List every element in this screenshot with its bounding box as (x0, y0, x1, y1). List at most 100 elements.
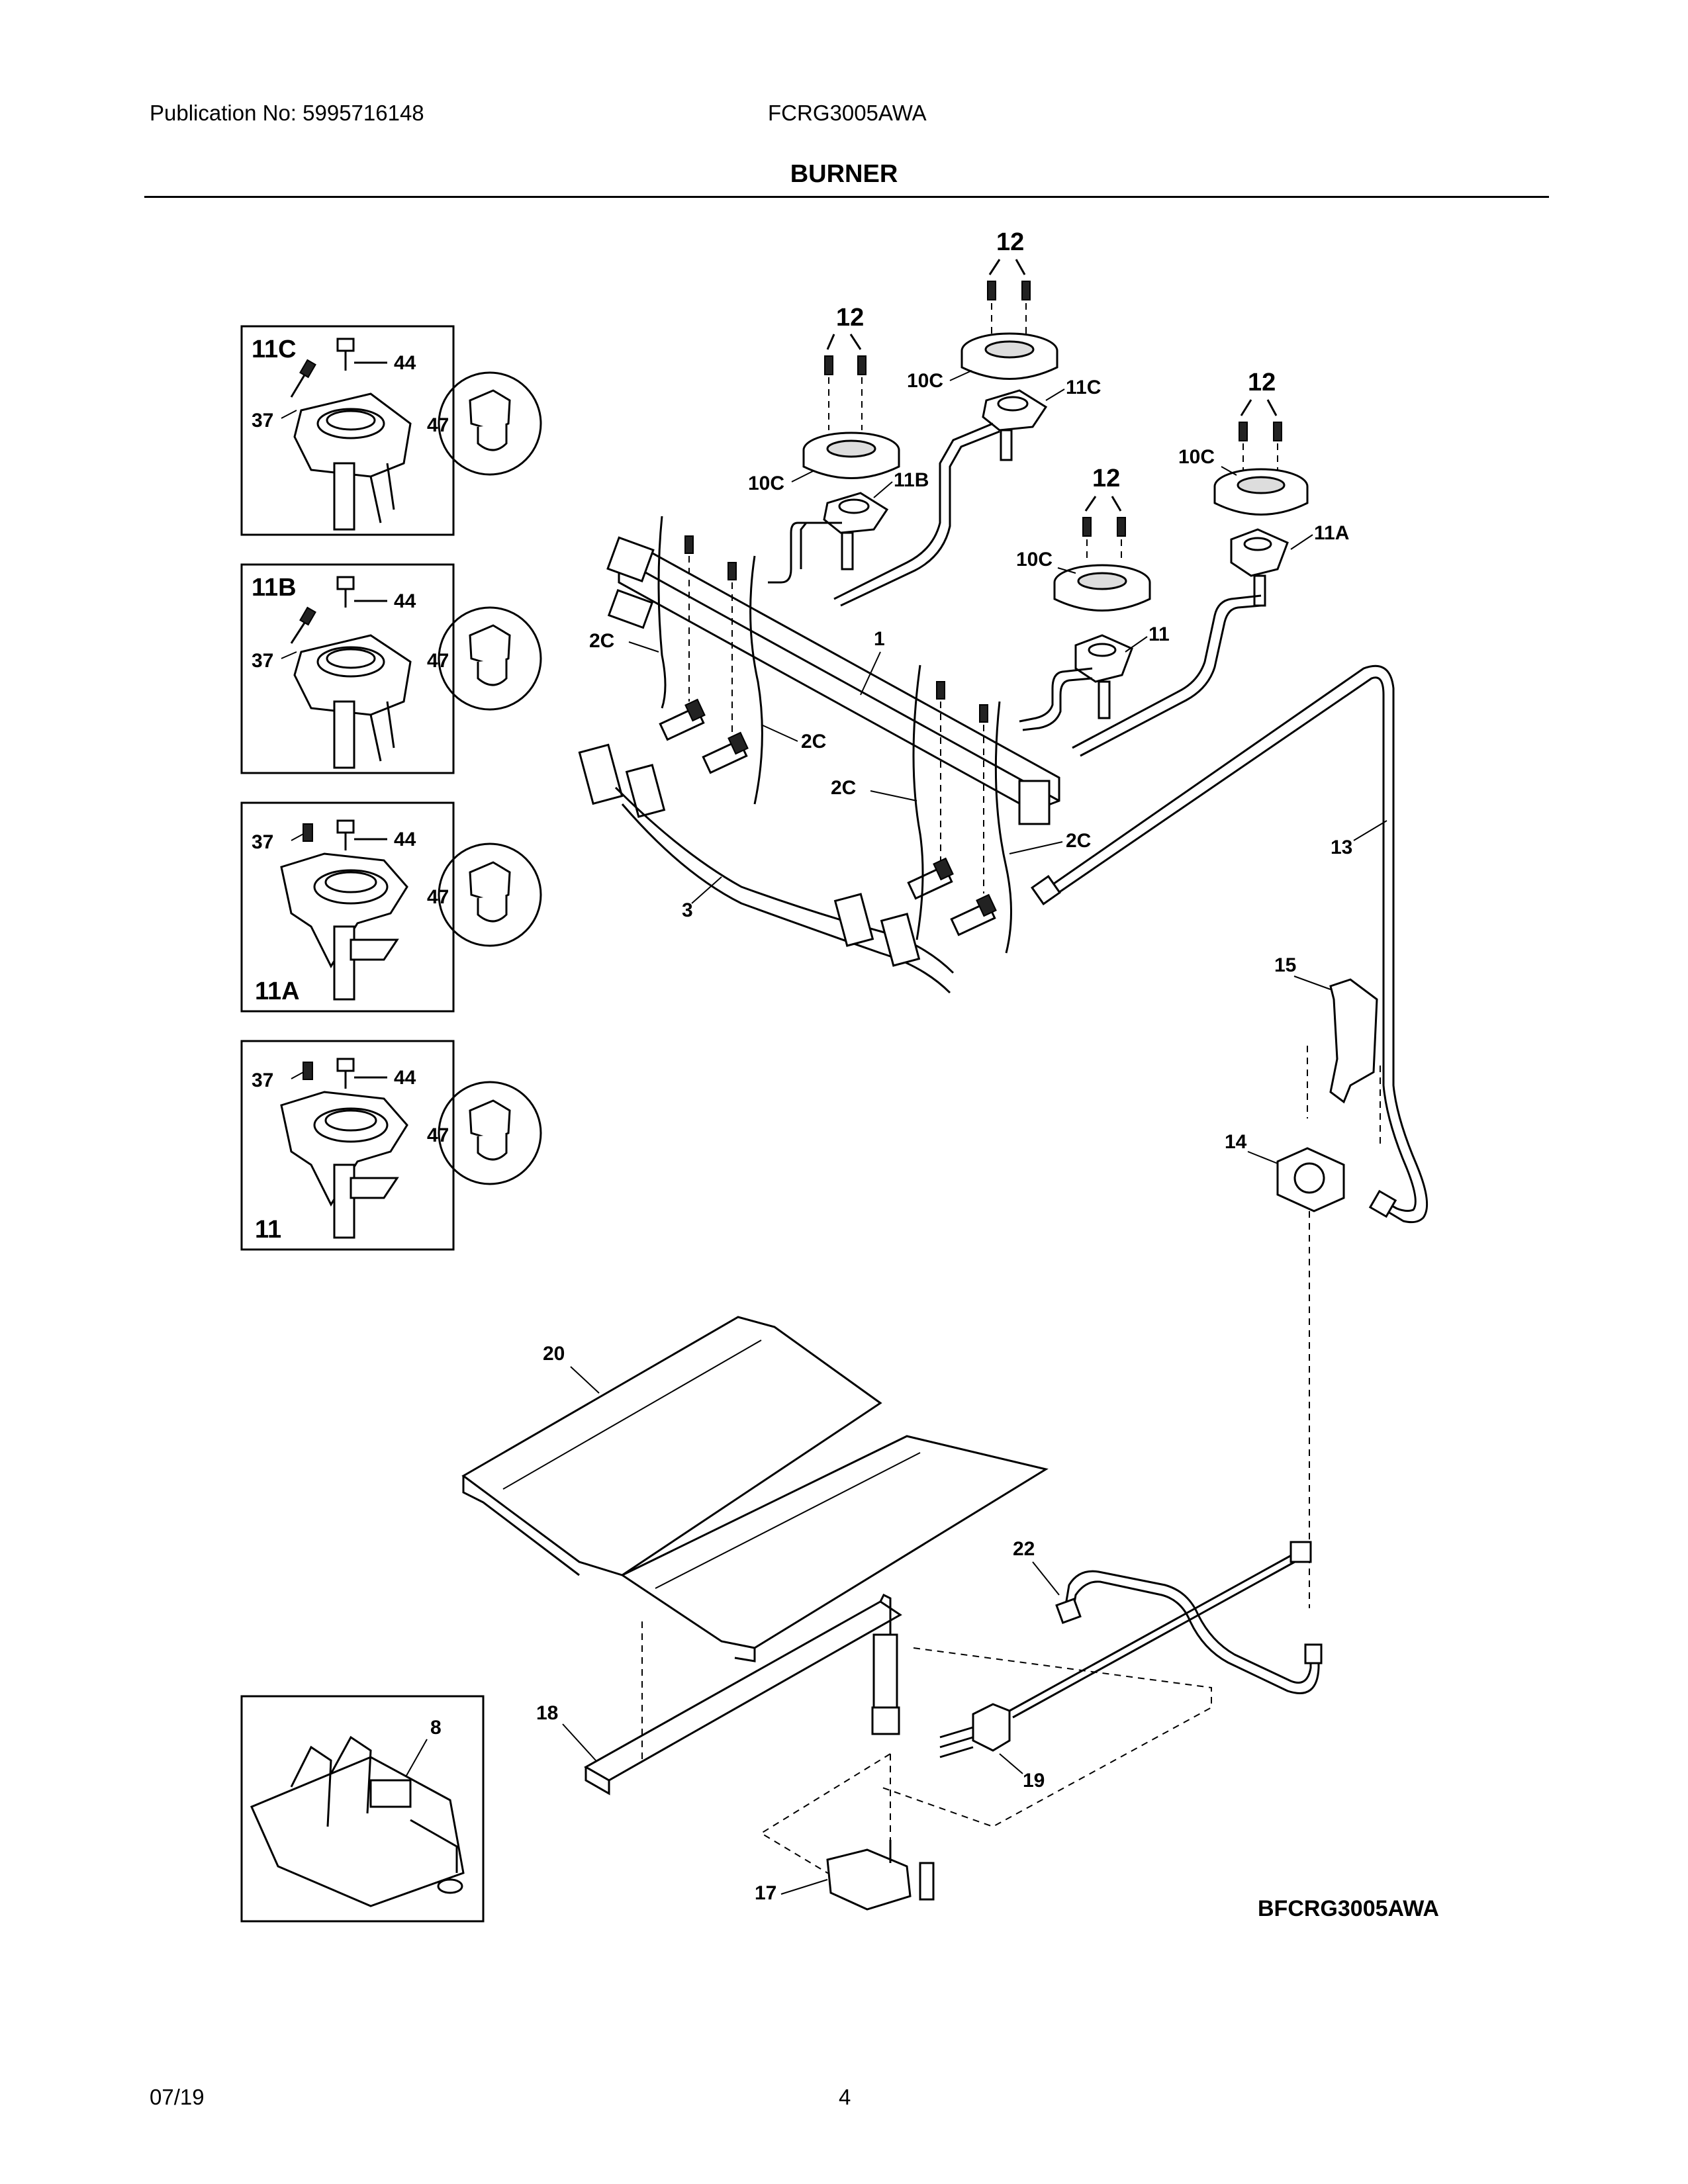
regulator-label: 14 (1225, 1131, 1247, 1153)
inset-11b-screw-label: 37 (252, 650, 273, 672)
screws-label: 12 (1092, 465, 1120, 492)
tube-label: 13 (1331, 837, 1352, 858)
publication-number: Publication No: 5995716148 (150, 101, 424, 125)
screws-label: 12 (836, 304, 864, 332)
inset-11: 11 37 44 47 (240, 1040, 542, 1251)
inset-11b: 11B 44 37 47 (240, 563, 542, 774)
inset-11-cap-label: 44 (394, 1067, 416, 1089)
wire-label: 2C (831, 777, 856, 799)
wire-label: 2C (589, 630, 614, 652)
screw-icon (303, 823, 313, 842)
screw-icon (299, 359, 316, 379)
screw-icon (936, 681, 945, 700)
inset-11c-label: 11C (252, 336, 297, 363)
screw-icon (1021, 281, 1031, 300)
gas-valve-icon (907, 857, 954, 900)
manifold-bracket-label: 1 (874, 628, 885, 650)
burner-cap-label: 10C (748, 473, 784, 494)
inset-11-screw-label: 37 (252, 1069, 273, 1091)
orifice-callout (438, 842, 542, 947)
oven-burner: 18 (536, 1593, 902, 1796)
cap-screw-icon (336, 819, 355, 834)
bracket-label: 15 (1274, 954, 1296, 976)
burner-assembly-11c: 12 10C 11C (833, 228, 1101, 607)
gas-valve-icon (659, 698, 706, 741)
burner-head-label: 11A (1314, 522, 1349, 544)
manifold-pipe: 3 (578, 698, 997, 994)
inset-11b-cap-label: 44 (394, 590, 416, 612)
igniter-label: 19 (1023, 1770, 1045, 1792)
manifold-bracket: 1 (606, 536, 1060, 825)
inset-11c-orifice-label: 47 (427, 414, 449, 436)
section-title: BURNER (790, 160, 898, 188)
diagram-code: BFCRG3005AWA (1258, 1896, 1439, 1921)
inset-8: 8 (240, 1695, 485, 1923)
inset-11c-cap-label: 44 (394, 352, 416, 374)
inset-11b-label: 11B (252, 574, 297, 602)
burner-head-label: 11 (1149, 623, 1170, 645)
orifice-icon (469, 624, 511, 666)
wire-label: 2C (1066, 830, 1091, 852)
screw-icon (684, 535, 694, 554)
inset-11a-label: 11A (255, 978, 300, 1005)
screw-icon (1239, 422, 1248, 441)
burner-assembly-11b: 12 10C 11B (748, 304, 929, 584)
pressure-regulator: 14 (1225, 1131, 1345, 1608)
burner-head-label: 11C (1066, 377, 1101, 398)
screw-icon (857, 355, 867, 375)
igniter-wires: 2C 2C 2C 2C (589, 516, 1091, 954)
valve-icon (826, 1848, 912, 1911)
orifice-callout (438, 606, 542, 711)
inset-11b-orifice-label: 47 (427, 650, 449, 672)
screw-icon (979, 704, 988, 723)
inset-11-label: 11 (255, 1216, 281, 1244)
footer-date: 07/19 (150, 2085, 205, 2109)
burner-cap-label: 10C (1016, 549, 1053, 570)
wire-label: 2C (801, 731, 826, 752)
burner-cap-label: 10C (1178, 446, 1215, 468)
gas-valve-icon (702, 731, 749, 774)
cap-screw-icon (336, 338, 355, 352)
cap-screw-icon (336, 576, 355, 590)
screw-icon (727, 562, 737, 580)
burner-shield: 20 (461, 1316, 1049, 1662)
oven-igniter: 19 (880, 1647, 1212, 1828)
screw-icon (1117, 517, 1126, 537)
orifice-icon (469, 1099, 511, 1141)
inset-11c: 11C 44 37 47 (240, 325, 542, 536)
burner-head-icon (1230, 528, 1289, 577)
burner-head-label: 11B (894, 469, 929, 491)
burner-assembly-11a: 12 10C 11A (1072, 369, 1349, 757)
screw-icon (987, 281, 996, 300)
inset-11a-cap-label: 44 (394, 829, 416, 850)
oven-burner-label: 18 (536, 1702, 558, 1724)
cap-screw-icon (336, 1058, 355, 1072)
model-number: FCRG3005AWA (768, 101, 927, 125)
igniter-icon (972, 1703, 1011, 1752)
oven-gas-tube: 22 (1009, 1538, 1323, 1719)
screws-label: 12 (996, 228, 1024, 256)
screw-icon (1082, 517, 1092, 537)
burner-head-icon (1074, 634, 1133, 683)
regulator-bracket: 15 (1274, 954, 1381, 1145)
oven-safety-valve: 17 (755, 1753, 935, 1911)
screws-label: 12 (1248, 369, 1276, 396)
screw-icon (1273, 422, 1282, 441)
inset-11a: 11A 37 44 47 (240, 801, 542, 1013)
orifice-callout (438, 1081, 542, 1185)
orifice-callout (438, 371, 542, 476)
inset-11-orifice-label: 47 (427, 1124, 449, 1146)
header-rule (144, 196, 1549, 198)
manifold-label: 3 (682, 899, 693, 921)
shield-label: 20 (543, 1343, 565, 1365)
orifice-icon (469, 861, 511, 903)
main-gas-tube: 13 (1031, 664, 1429, 1224)
regulator-icon (1276, 1147, 1345, 1212)
module-label: 8 (430, 1717, 442, 1739)
inset-11a-orifice-label: 47 (427, 886, 449, 908)
inset-11c-screw-label: 37 (252, 410, 273, 432)
screw-icon (303, 1062, 313, 1080)
inset-11a-screw-label: 37 (252, 831, 273, 853)
gas-valve-icon (950, 893, 997, 936)
burner-assembly-11: 12 10C 11 (1016, 465, 1170, 731)
